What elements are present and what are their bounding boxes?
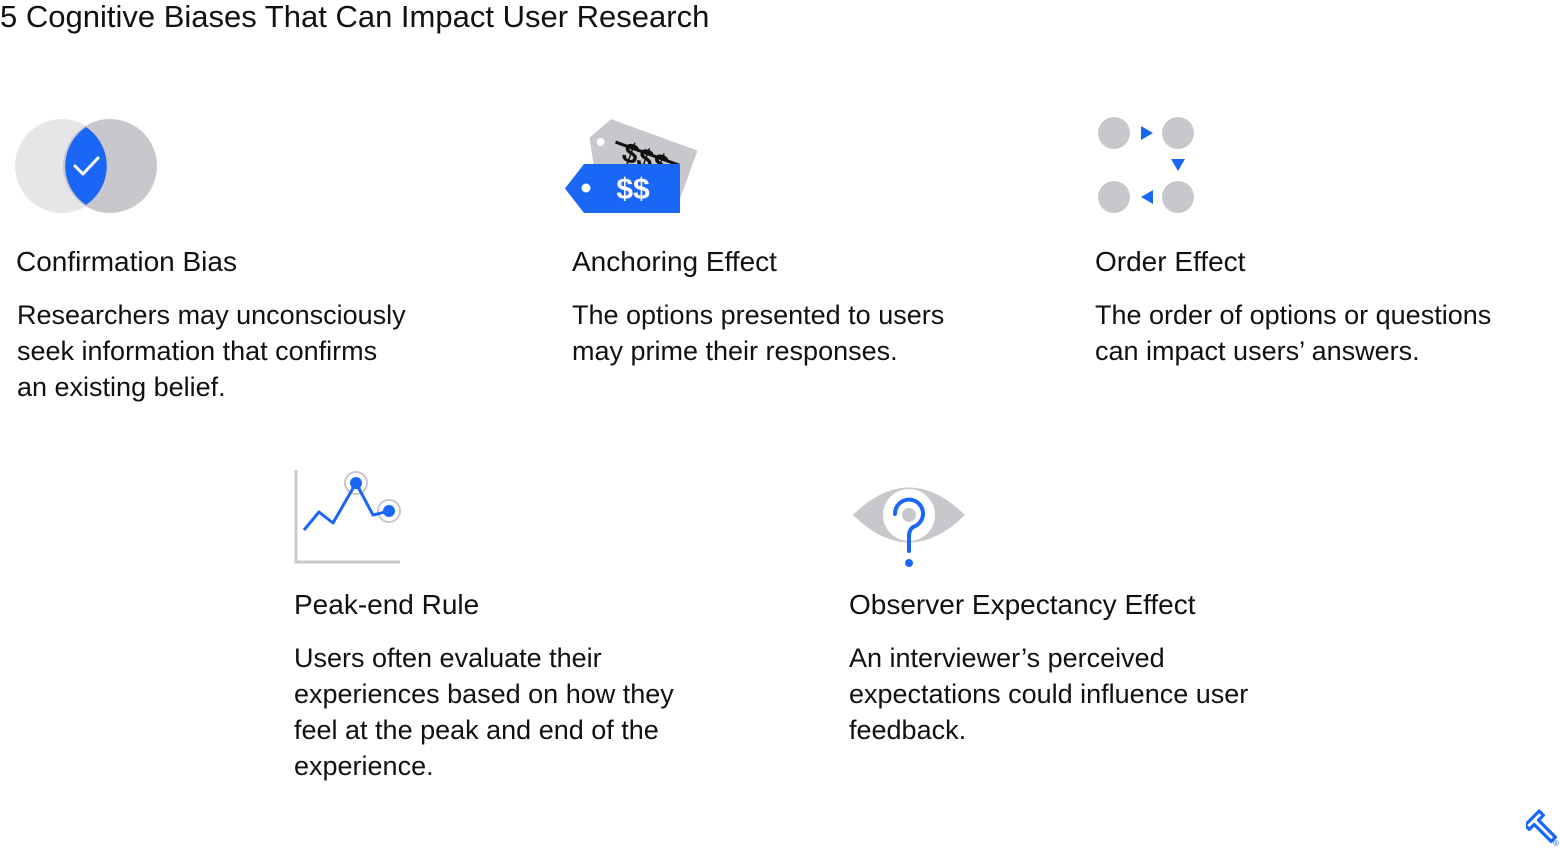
card-description: Users often evaluate their experiences b… [294,643,674,781]
logo-registered-mark: ® [1553,839,1559,848]
toptal-logo-icon: ® [1526,809,1559,848]
peak-line-chart-icon [294,470,401,564]
card-description: Researchers may unconsciously seek infor… [17,300,406,402]
page-title: 5 Cognitive Biases That Can Impact User … [0,0,710,34]
card-heading: Confirmation Bias [16,246,237,277]
card-heading: Peak-end Rule [294,589,480,620]
order-flow-icon [1098,117,1194,213]
eye-question-icon [853,487,965,567]
tag-front-label: $$ [616,173,650,206]
price-tags-icon: $$$ $$ [565,119,698,213]
card-heading: Observer Expectancy Effect [849,589,1196,620]
venn-check-icon [15,119,157,213]
card-description: An interviewer’s perceived expectations … [849,643,1249,745]
card-heading: Anchoring Effect [572,246,777,277]
card-description: The options presented to users may prime… [572,300,945,366]
card-heading: Order Effect [1095,246,1246,277]
card-description: The order of options or questions can im… [1095,300,1492,366]
